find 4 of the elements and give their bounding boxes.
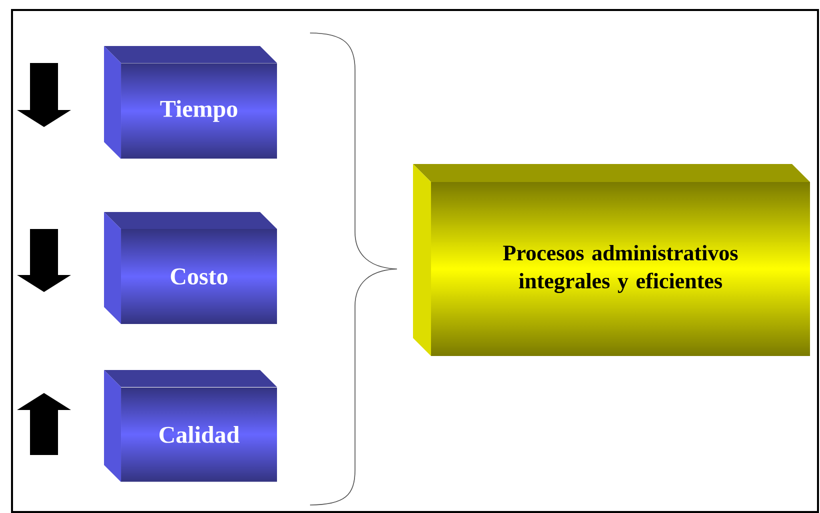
box: Costo [104,212,277,324]
box: Tiempo [104,46,277,159]
box: Procesos administrativos integrales y eficientes [413,164,810,356]
box: Calidad [104,370,277,482]
